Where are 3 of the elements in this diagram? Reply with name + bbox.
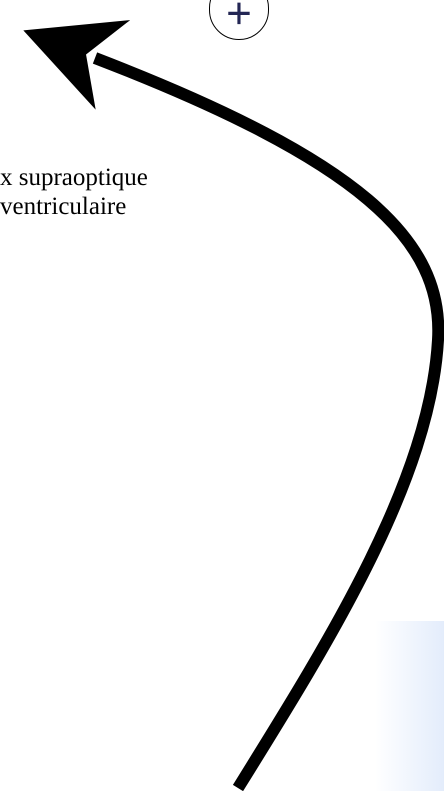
label-text: ventriculaire — [0, 194, 126, 219]
plus-sign: + — [226, 0, 252, 36]
label-text: x supraoptique — [0, 165, 148, 190]
